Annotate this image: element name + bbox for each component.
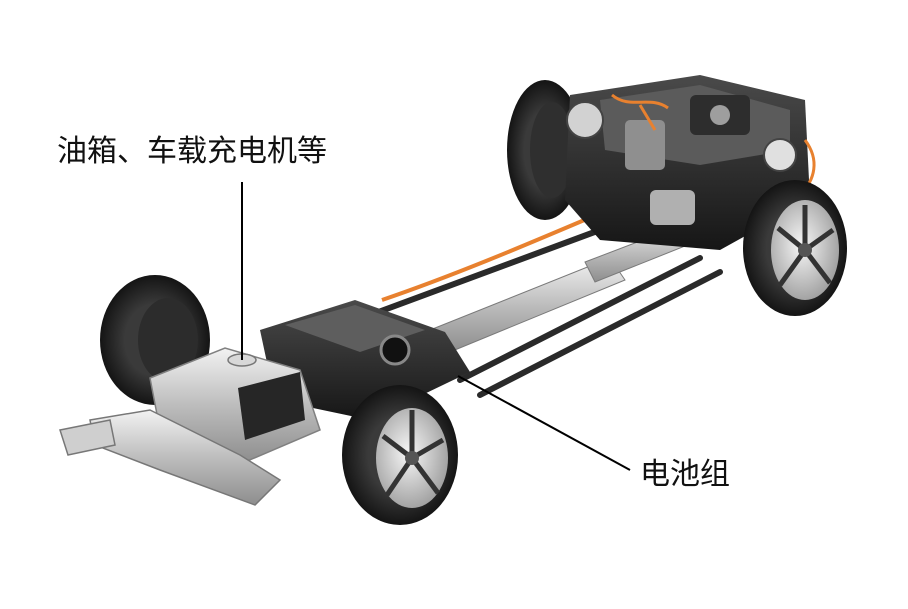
exhaust-silencer-icon: [59, 409, 282, 506]
rear-right-wheel-icon: [342, 385, 458, 525]
rear-left-wheel-icon: [507, 80, 583, 220]
front-right-wheel-icon: [743, 180, 847, 316]
leader-line-battery: [457, 375, 631, 471]
fuel-tank-charger-label: 油箱、车载充电机等: [57, 134, 327, 169]
battery-pack-label: 电池组: [640, 457, 730, 492]
engine-bay-icon: [565, 75, 816, 250]
